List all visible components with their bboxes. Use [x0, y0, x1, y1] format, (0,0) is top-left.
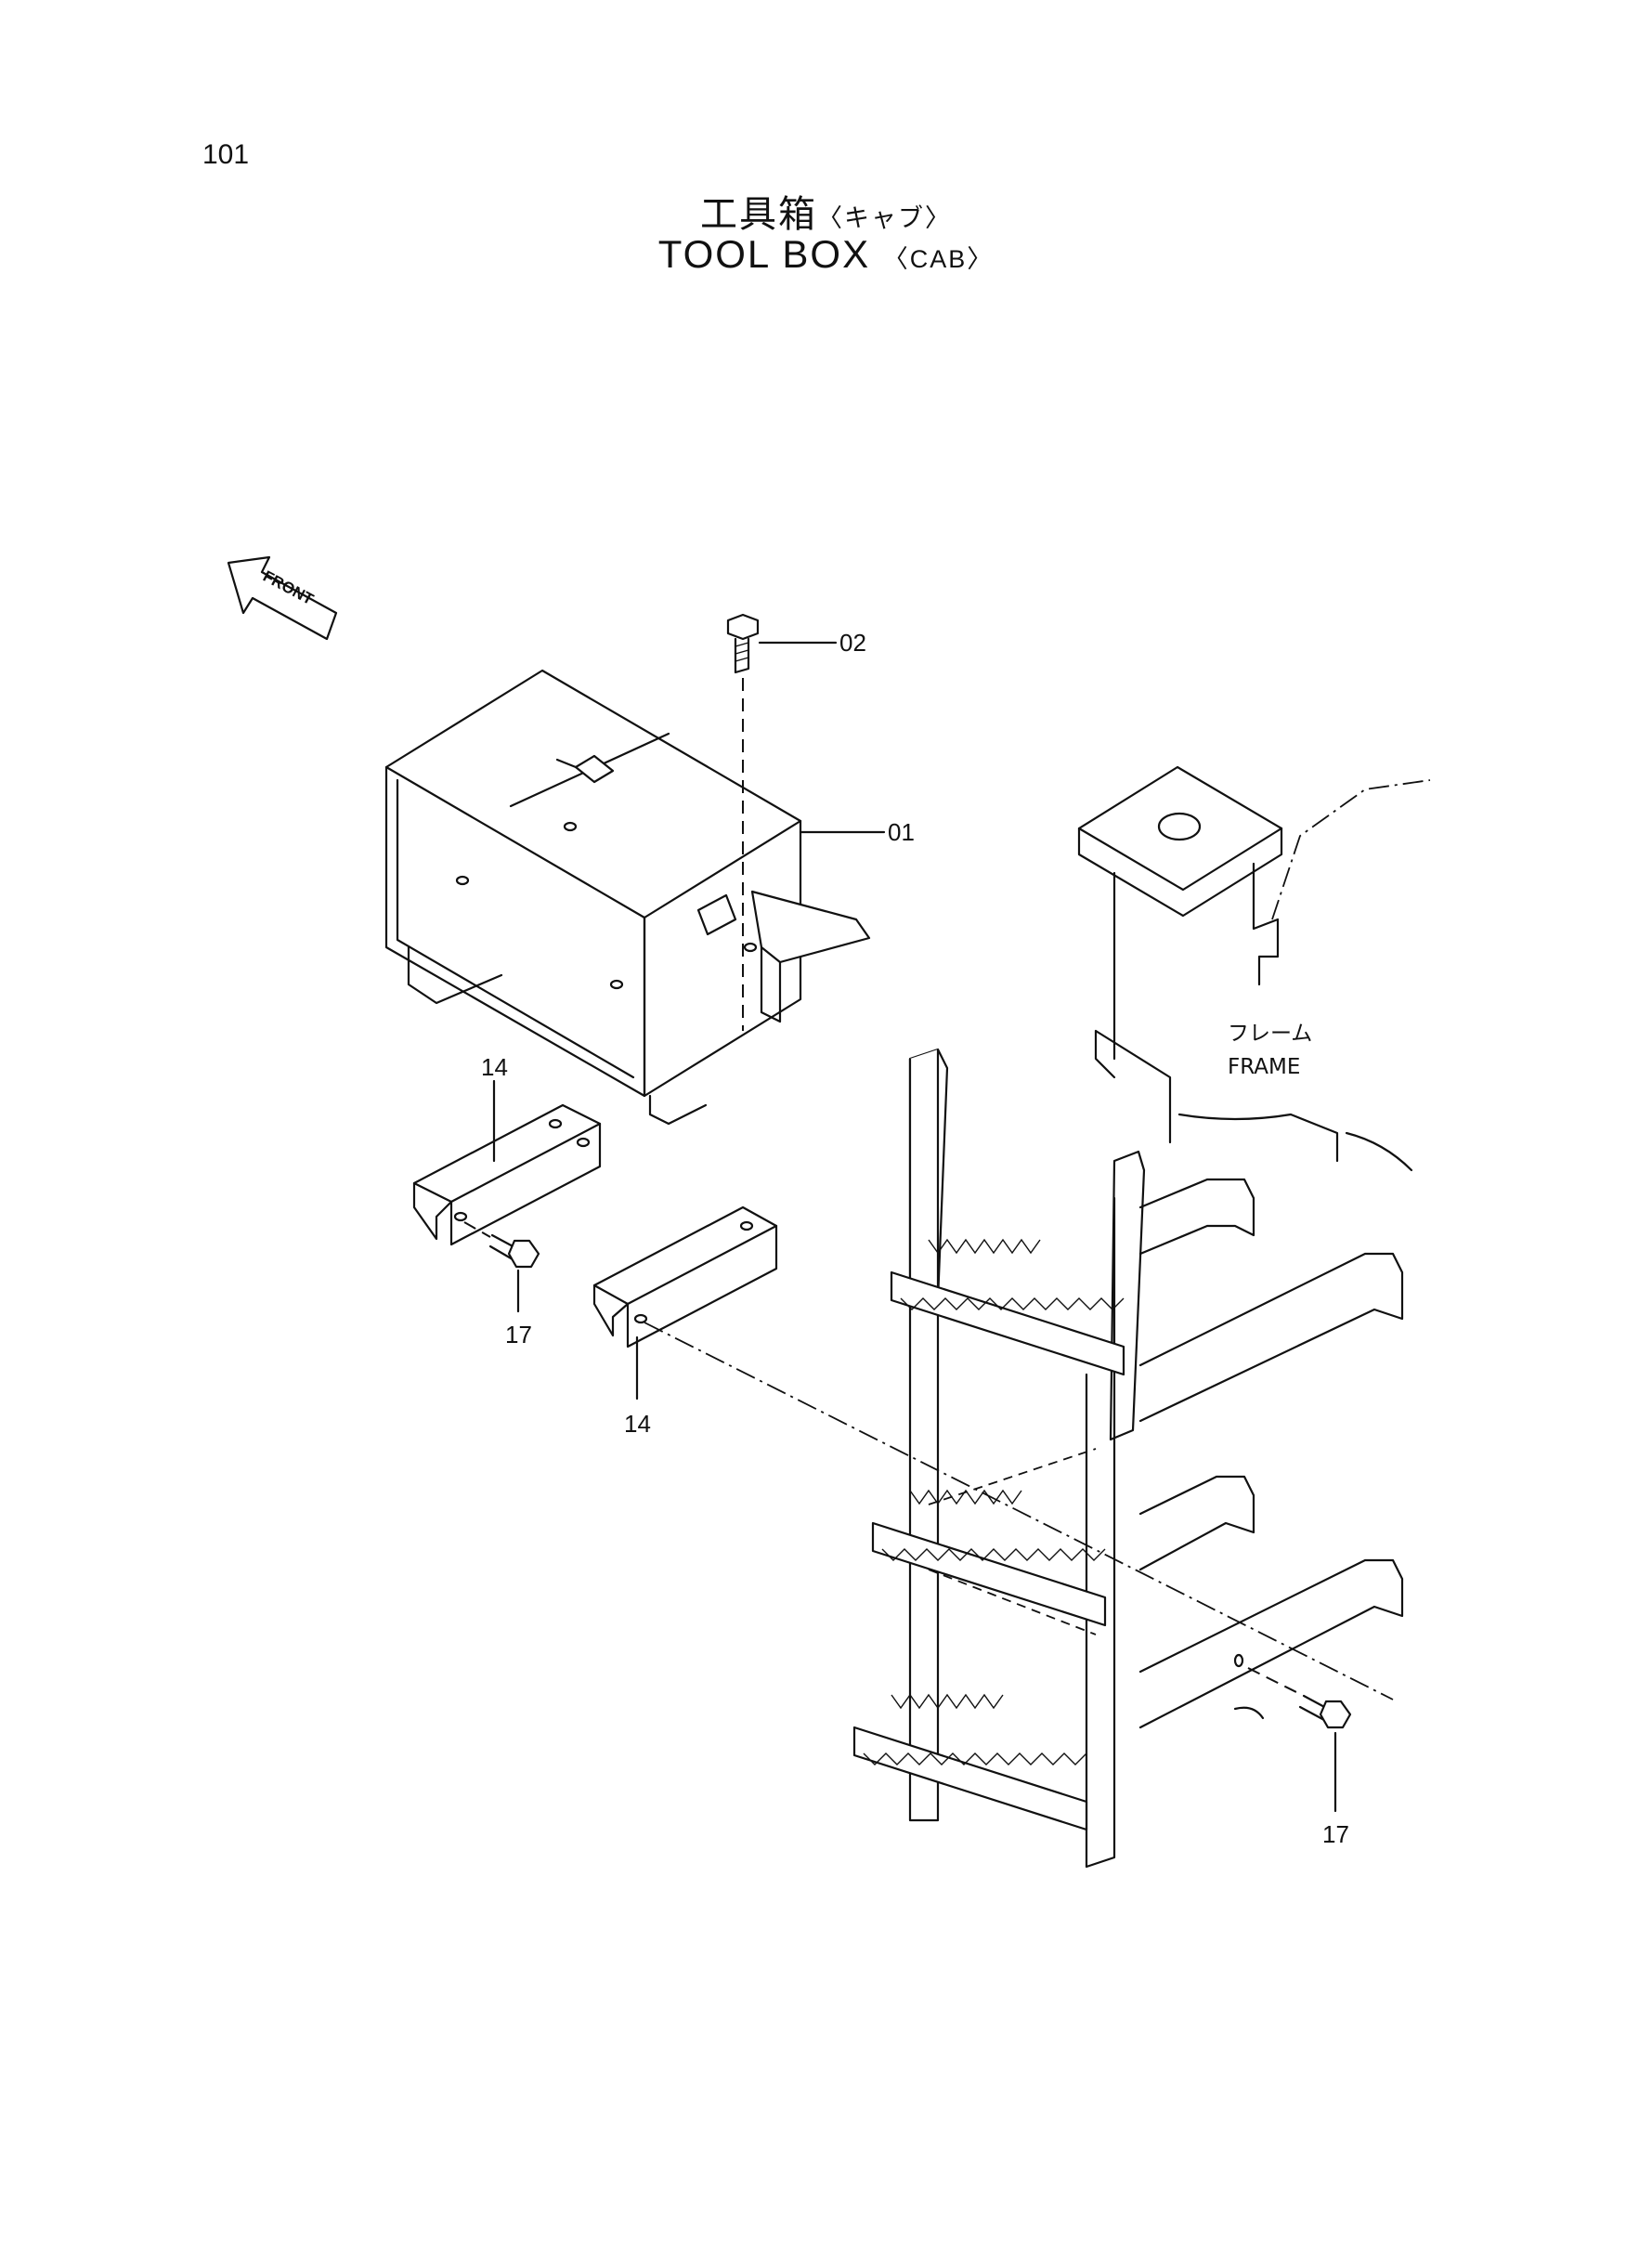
bracket-14-upper	[412, 1103, 602, 1246]
title-japanese-main: 工具箱	[700, 193, 817, 236]
title-japanese-sub: 〈キャブ〉	[817, 204, 952, 233]
callout-02: 02	[839, 629, 866, 657]
callout-14-lower: 14	[624, 1410, 651, 1438]
ladder-step-1	[890, 1238, 1125, 1376]
frame-structure	[852, 765, 1431, 1869]
bolt-17-left-dash	[463, 1221, 491, 1238]
title-english-main: TOOL BOX	[657, 232, 871, 276]
bolt-02-icon	[726, 613, 760, 674]
ladder-step-2	[871, 1489, 1107, 1627]
title-japanese: 工具箱〈キャブ〉	[0, 184, 1652, 238]
frame-label-japanese: フレーム	[1228, 1022, 1312, 1046]
callout-01: 01	[888, 818, 915, 846]
callout-17-right: 17	[1322, 1820, 1349, 1848]
bolt-17-right-dash	[1247, 1667, 1301, 1695]
bolt-17-left-icon	[488, 1233, 540, 1269]
bracket-14-lower	[592, 1205, 778, 1348]
alignment-line-diagonal	[644, 1322, 1394, 1700]
title-english-sub: 〈CAB〉	[882, 245, 995, 273]
bolt-17-right-icon	[1298, 1694, 1352, 1729]
frame-label-english: FRAME	[1228, 1055, 1300, 1079]
ladder-step-3	[852, 1693, 1088, 1831]
tool-box	[384, 669, 871, 1126]
title-english: TOOL BOX 〈CAB〉	[0, 232, 1652, 277]
page-number: 101	[202, 139, 250, 170]
callout-17-left: 17	[505, 1321, 532, 1348]
callout-14-upper: 14	[481, 1053, 508, 1081]
front-arrow-icon: FRONT	[227, 555, 338, 641]
